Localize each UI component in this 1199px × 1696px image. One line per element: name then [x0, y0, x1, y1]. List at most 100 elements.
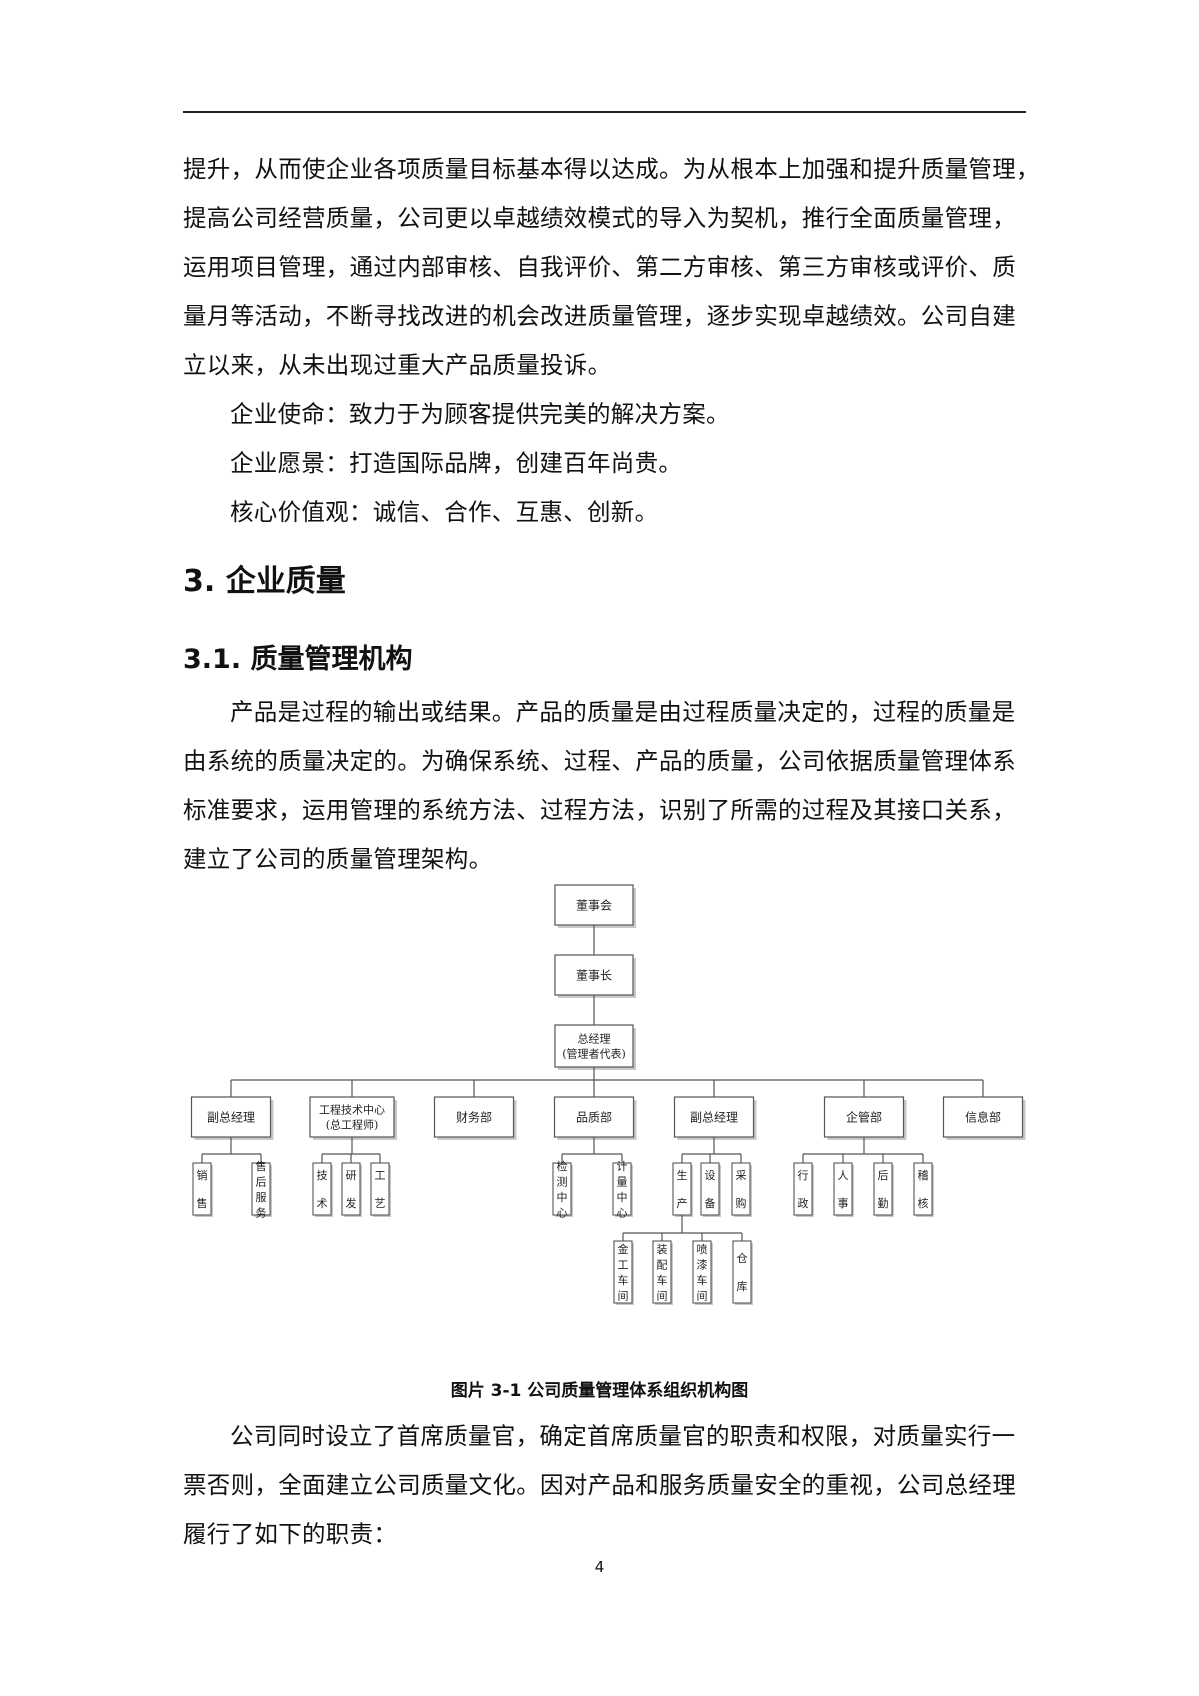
board-box-label: 董事会 — [576, 898, 612, 912]
workshop-box-char: 工 — [618, 1258, 629, 1271]
department-box-label: 品质部 — [576, 1109, 612, 1124]
sub-unit-box — [251, 1162, 271, 1216]
department-box-label: 财务部 — [456, 1109, 492, 1124]
general-manager-box-label: (管理者代表) — [562, 1046, 626, 1060]
section-heading: 3. 企业质量 — [183, 564, 346, 599]
intro-paragraph: 提升，从而使企业各项质量目标基本得以达成。为从根本上加强和提升质量管理， 提高公… — [183, 145, 1040, 537]
sub-unit-box — [731, 1162, 751, 1216]
department-box — [823, 1096, 905, 1138]
sub-unit-box-char: 人 — [838, 1169, 849, 1182]
department-box-label: 企管部 — [846, 1109, 882, 1124]
department-box — [309, 1096, 395, 1138]
department-box-label: 副总经理 — [690, 1110, 738, 1124]
text-line: 产品是过程的输出或结果。产品的质量是由过程质量决定的，过程的质量是 — [230, 698, 1016, 726]
sub-unit-box-char: 量 — [617, 1175, 628, 1188]
sub-unit-box-char: 采 — [736, 1169, 747, 1182]
text-line: 票否则，全面建立公司质量文化。因对产品和服务质量安全的重视，公司总经理 — [183, 1471, 1016, 1499]
sub-unit-box-char: 测 — [557, 1175, 568, 1188]
subsection-heading: 3.1. 质量管理机构 — [183, 644, 413, 675]
department-box — [433, 1096, 515, 1138]
sub-unit-box-char: 工 — [375, 1169, 386, 1182]
sub-unit-box-char: 务 — [256, 1206, 267, 1219]
mission-statement: 企业使命：致力于为顾客提供完美的解决方案。 — [230, 400, 730, 428]
sub-unit-box-char: 发 — [346, 1196, 357, 1210]
department-box — [673, 1096, 755, 1138]
sub-unit-box — [312, 1162, 332, 1216]
department-box-label: 信息部 — [965, 1109, 1001, 1124]
chairman-box — [554, 954, 634, 996]
sub-unit-box — [341, 1162, 361, 1216]
sub-unit-box-char: 售 — [197, 1196, 208, 1210]
sub-unit-box — [370, 1162, 390, 1216]
department-box — [553, 1096, 635, 1138]
workshop-box — [732, 1240, 752, 1304]
general-manager-box-label: 总经理 — [578, 1032, 611, 1046]
text-line: 提高公司经营质量，公司更以卓越绩效模式的导入为契机，推行全面质量管理， — [183, 204, 1016, 232]
text-line: 提升，从而使企业各项质量目标基本得以达成。为从根本上加强和提升质量管理， — [183, 155, 1040, 183]
sub-unit-box-char: 后 — [878, 1169, 889, 1182]
sub-unit-box-char: 备 — [705, 1196, 716, 1210]
sub-unit-box-char: 心 — [557, 1206, 568, 1219]
sub-unit-box-char: 中 — [617, 1191, 628, 1204]
sub-unit-box-char: 艺 — [375, 1197, 386, 1210]
workshop-box-char: 库 — [737, 1280, 748, 1293]
sub-unit-box-char: 研 — [346, 1169, 357, 1182]
sub-unit-box-char: 设 — [705, 1169, 716, 1182]
chairman-box-label: 董事长 — [576, 968, 612, 982]
workshop-box — [613, 1240, 633, 1304]
sub-unit-box-char: 核 — [918, 1196, 929, 1210]
sub-unit-box-char: 销 — [197, 1168, 208, 1182]
board-box — [554, 884, 634, 926]
workshop-box-char: 漆 — [697, 1258, 708, 1271]
sub-unit-box — [913, 1162, 933, 1216]
workshop-box-char: 车 — [697, 1273, 708, 1287]
text-line: 由系统的质量决定的。为确保系统、过程、产品的质量，公司依据质量管理体系 — [183, 747, 1016, 775]
org-chart: 董事会董事长总经理(管理者代表)副总经理销售售后服务工程技术中心(总工程师)技术… — [190, 884, 1026, 1305]
sub-unit-box-char: 生 — [677, 1168, 688, 1182]
sub-unit-box-char: 中 — [557, 1191, 568, 1204]
sub-unit-box-char: 稽 — [918, 1168, 929, 1182]
sub-unit-box-char: 心 — [617, 1206, 628, 1219]
text-line: 建立了公司的质量管理架构。 — [183, 845, 493, 873]
header-rule — [183, 111, 1026, 113]
page-number: 4 — [594, 1558, 605, 1576]
sub-unit-box-char: 行 — [798, 1169, 809, 1182]
sub-unit-box-char: 技 — [317, 1169, 328, 1182]
sub-unit-box-char: 产 — [677, 1196, 688, 1210]
sub-unit-box-char: 购 — [736, 1196, 747, 1210]
workshop-box-char: 喷 — [697, 1243, 708, 1256]
department-box-label: 工程技术中心 — [319, 1104, 385, 1117]
text-line: 运用项目管理，通过内部审核、自我评价、第二方审核、第三方审核或评价、质 — [183, 253, 1016, 281]
sub-unit-box-char: 事 — [838, 1197, 849, 1210]
department-box — [190, 1096, 272, 1138]
text-line: 立以来，从未出现过重大产品质量投诉。 — [183, 351, 612, 379]
workshop-box-char: 配 — [657, 1258, 668, 1271]
sub-unit-box-char: 计 — [617, 1160, 628, 1173]
text-line: 公司同时设立了首席质量官，确定首席质量官的职责和权限，对质量实行一 — [230, 1422, 1016, 1450]
workshop-box-char: 装 — [657, 1243, 668, 1256]
sub-unit-box-char: 服 — [256, 1191, 267, 1204]
workshop-box-char: 仓 — [737, 1251, 748, 1265]
sub-unit-box-char: 术 — [317, 1197, 328, 1210]
workshop-box-char: 金 — [618, 1242, 629, 1256]
department-box — [942, 1096, 1024, 1138]
sub-unit-box — [793, 1162, 813, 1216]
department-box-label: 副总经理 — [207, 1110, 255, 1124]
workshop-box-char: 车 — [618, 1273, 629, 1287]
sub-unit-box-char: 后 — [256, 1175, 267, 1188]
workshop-box — [692, 1240, 712, 1304]
closing-paragraph: 公司同时设立了首席质量官，确定首席质量官的职责和权限，对质量实行一 票否则，全面… — [183, 1412, 1026, 1559]
figure-caption: 图片 3-1 公司质量管理体系组织机构图 — [450, 1381, 749, 1401]
general-manager-box — [554, 1024, 634, 1068]
core-values: 核心价值观：诚信、合作、互惠、创新。 — [230, 498, 659, 526]
sub-unit-box — [192, 1162, 212, 1216]
text-line: 标准要求，运用管理的系统方法、过程方法，识别了所需的过程及其接口关系， — [183, 796, 1016, 824]
sub-unit-box — [873, 1162, 893, 1216]
workshop-box-char: 间 — [618, 1289, 629, 1302]
sub-unit-box-char: 检 — [557, 1159, 568, 1173]
text-line: 履行了如下的职责： — [183, 1520, 398, 1548]
workshop-box — [652, 1240, 672, 1304]
workshop-box-char: 车 — [657, 1273, 668, 1287]
workshop-box-char: 间 — [697, 1289, 708, 1302]
vision-statement: 企业愿景：打造国际品牌，创建百年尚贵。 — [230, 449, 683, 477]
